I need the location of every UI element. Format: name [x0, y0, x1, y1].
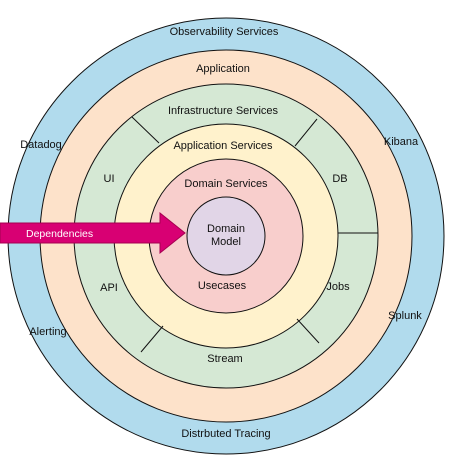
db-label: DB [332, 173, 347, 185]
divider-ui-infrastructure [131, 116, 160, 144]
datadog-label: Datadog [20, 139, 62, 151]
stream-label: Stream [207, 353, 242, 365]
usecases-label: Usecases [198, 280, 247, 292]
domain-model-line1: Domain [207, 223, 245, 235]
jobs-label: Jobs [326, 281, 350, 293]
alerting-label: Alerting [29, 326, 66, 338]
application-title: Application [196, 63, 250, 75]
infrastructure-dividers [131, 116, 378, 353]
ui-label: UI [104, 173, 115, 185]
divider-stream-api [140, 325, 164, 353]
domain-model-line2: Model [211, 236, 241, 248]
domain-services-title: Domain Services [184, 178, 268, 190]
dependencies-label: Dependencies [26, 228, 93, 240]
divider-infrastructure-db [294, 118, 318, 147]
observability-services-title: Observability Services [170, 26, 279, 38]
dependencies-arrow-shape [0, 211, 186, 255]
domain-model-core [186, 196, 266, 276]
api-label: API [100, 282, 118, 294]
application-services-title: Application Services [173, 140, 273, 152]
dependencies-arrow: Dependencies [0, 211, 186, 255]
splunk-label: Splunk [388, 310, 422, 322]
infrastructure-services-title: Infrastructure Services [168, 105, 279, 117]
distributed-tracing-label: Distrbuted Tracing [181, 428, 270, 440]
divider-jobs-stream [296, 318, 320, 344]
kibana-label: Kibana [384, 136, 419, 148]
